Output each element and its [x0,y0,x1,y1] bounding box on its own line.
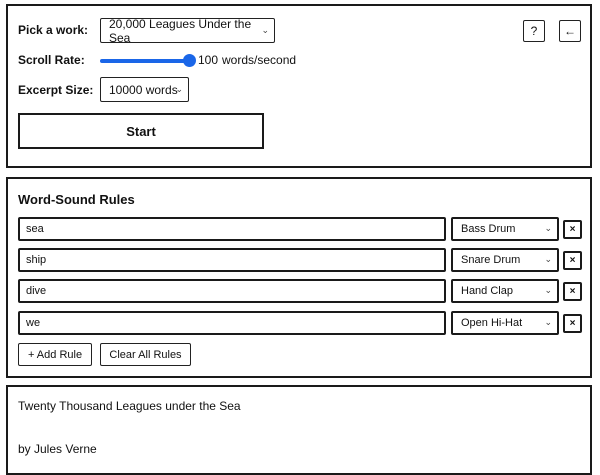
rule-sound-value: Hand Clap [461,285,513,297]
scroll-rate-slider-thumb[interactable] [183,54,196,67]
rule-sound-value: Snare Drum [461,254,521,266]
back-button[interactable]: ← [559,20,581,42]
remove-rule-button[interactable]: × [563,282,582,301]
help-button[interactable]: ? [523,20,545,42]
excerpt-author-line: by Jules Verne [18,442,97,456]
remove-rule-button[interactable]: × [563,314,582,333]
rule-sound-select[interactable]: Bass Drum ⌄ [451,217,559,241]
rule-sound-select[interactable]: Hand Clap ⌄ [451,279,559,303]
rule-word-input[interactable]: ship [18,248,446,272]
rule-sound-select[interactable]: Snare Drum ⌄ [451,248,559,272]
remove-rule-button[interactable]: × [563,220,582,239]
excerpt-title-line: Twenty Thousand Leagues under the Sea [18,399,241,413]
add-rule-button[interactable]: + Add Rule [18,343,92,366]
excerpt-size-select[interactable]: 10000 words ⌄ [100,77,189,102]
rule-sound-value: Bass Drum [461,223,516,235]
scroll-rate-slider-track[interactable] [100,59,190,63]
clear-all-rules-button[interactable]: Clear All Rules [100,343,191,366]
controls-panel: Pick a work: 20,000 Leagues Under the Se… [6,4,592,168]
rule-sound-select[interactable]: Open Hi-Hat ⌄ [451,311,559,335]
chevron-down-icon: ⌄ [544,316,552,327]
rule-sound-value: Open Hi-Hat [461,317,523,329]
excerpt-size-label: Excerpt Size: [18,83,94,97]
rule-word-input[interactable]: dive [18,279,446,303]
scroll-rate-label: Scroll Rate: [18,53,85,67]
work-label: Pick a work: [18,23,89,37]
chevron-down-icon: ⌄ [544,222,552,233]
work-select[interactable]: 20,000 Leagues Under the Sea ⌄ [100,16,275,45]
excerpt-output-panel: Twenty Thousand Leagues under the Sea by… [6,385,592,475]
chevron-down-icon: ⌄ [544,284,552,295]
work-select-value: 20,000 Leagues Under the Sea [109,16,252,45]
rules-panel: Word-Sound Rules sea Bass Drum ⌄ × ship … [6,177,592,378]
start-button[interactable]: Start [18,113,264,149]
remove-rule-button[interactable]: × [563,251,582,270]
scroll-rate-value: 100 [198,53,219,67]
rule-word-input[interactable]: sea [18,217,446,241]
chevron-down-icon: ⌄ [544,253,552,264]
chevron-down-icon: ⌄ [175,83,183,94]
scroll-rate-unit: words/second [222,53,297,67]
rules-title: Word-Sound Rules [18,192,135,207]
rule-word-input[interactable]: we [18,311,446,335]
chevron-down-icon: ⌄ [261,24,269,35]
excerpt-size-value: 10000 words [109,82,178,97]
